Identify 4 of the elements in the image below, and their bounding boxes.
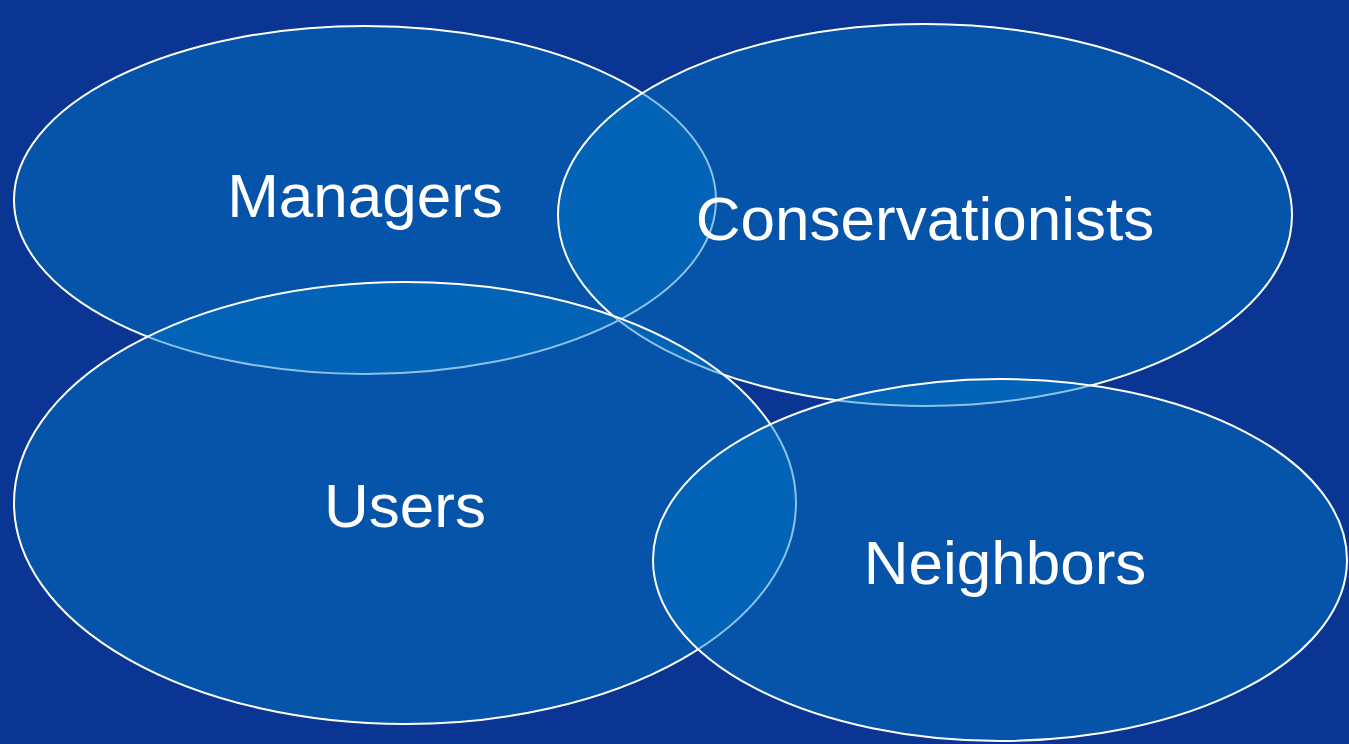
group-label: Managers [227, 159, 503, 231]
group-label: Users [324, 469, 486, 541]
group-label: Neighbors [863, 526, 1147, 598]
group-label: Conservationists [695, 182, 1155, 254]
